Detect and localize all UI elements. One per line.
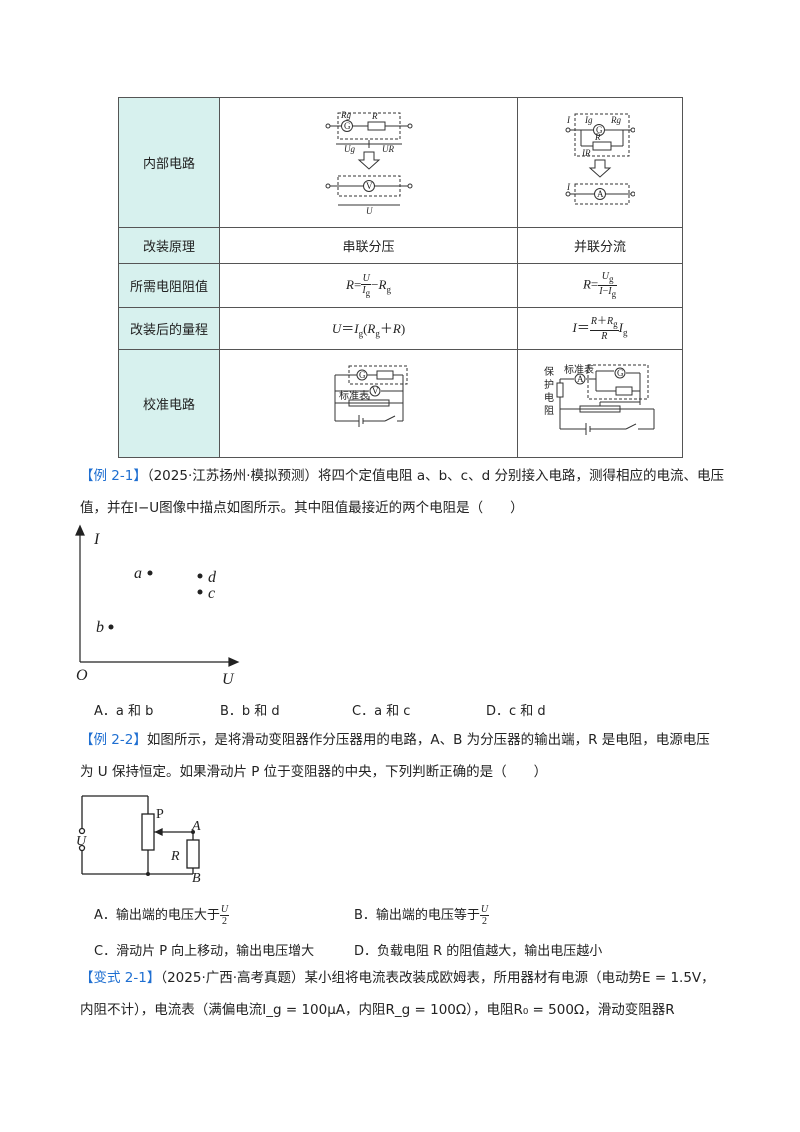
principle-ammeter: 并联分流: [517, 227, 683, 264]
option-b[interactable]: B．b 和 d: [220, 704, 280, 719]
variant-2-1-line2: 内阻不计），电流表（满偏电流I_g = 100μA，内阻R_g = 100Ω），…: [80, 1002, 675, 1018]
svg-text:保: 保: [544, 365, 554, 378]
row-label: 改装原理: [118, 227, 220, 264]
option-d[interactable]: D．负载电阻 R 的阻值越大，输出电压越小: [354, 944, 603, 959]
row-label: 改装后的量程: [118, 307, 220, 350]
terminal-b-label: B: [192, 871, 201, 885]
voltmeter-circuit-diagram: G Rg R Ug UR V U: [325, 110, 412, 216]
terminal-a-label: A: [191, 819, 201, 834]
example-2-1-line1: 【例 2-1】（2025·江苏扬州·模拟预测）将四个定值电阻 a、b、c、d 分…: [80, 468, 724, 484]
example-tag: 【例 2-1】: [80, 468, 147, 484]
x-axis-label: U: [222, 671, 235, 687]
svg-text:IR: IR: [581, 148, 591, 158]
svg-text:Rg: Rg: [610, 115, 621, 125]
svg-text:G: G: [359, 370, 366, 380]
svg-text:标准表: 标准表: [564, 363, 594, 376]
point-d: [197, 573, 203, 579]
svg-text:G: G: [344, 121, 351, 131]
svg-text:I: I: [566, 182, 571, 192]
point-d-label: d: [208, 569, 217, 586]
svg-text:U: U: [366, 206, 373, 214]
row-label: 所需电阻阻值: [118, 263, 220, 308]
option-c[interactable]: C．a 和 c: [352, 704, 411, 719]
example-2-2-line1: 【例 2-2】如图所示，是将滑动变阻器作分压器用的电路，A、B 为分压器的输出端…: [80, 732, 710, 748]
resistor-r-label: R: [170, 849, 180, 864]
svg-text:标准表: 标准表: [339, 389, 369, 402]
table-row: 内部电路: [118, 97, 683, 228]
svg-text:A: A: [597, 189, 604, 199]
comparison-table: 内部电路: [118, 97, 683, 458]
divider-circuit: P A B R U: [76, 795, 201, 885]
point-a: [147, 570, 153, 576]
svg-text:电: 电: [544, 391, 554, 404]
point-c-label: c: [208, 585, 215, 602]
principle-voltmeter: 串联分压: [219, 227, 518, 264]
slider-label: P: [156, 807, 164, 822]
option-d[interactable]: D．c 和 d: [486, 704, 546, 719]
svg-text:G: G: [596, 125, 603, 135]
voltmeter-calibration-circuit: G V 标准表: [219, 349, 518, 458]
ammeter-circuit-diagram: I Ig G Rg R IR I A: [565, 113, 636, 204]
variant-2-1-line1: 【变式 2-1】（2025·广西·高考真题）某小组将电流表改装成欧姆表，所用器材…: [80, 970, 715, 986]
row-label: 内部电路: [118, 97, 220, 228]
table-row: 改装原理 串联分压 并联分流: [118, 227, 683, 264]
svg-text:G: G: [617, 368, 624, 378]
y-axis-label: I: [93, 531, 100, 548]
svg-text:Rg: Rg: [340, 110, 351, 120]
i-u-graph: I U O a b c d: [75, 524, 240, 687]
svg-text:护: 护: [544, 378, 554, 391]
svg-text:V: V: [366, 181, 373, 191]
option-a[interactable]: A．a 和 b: [94, 704, 154, 719]
svg-text:I: I: [566, 115, 571, 125]
point-a-label: a: [134, 565, 142, 582]
point-c: [197, 589, 203, 595]
svg-text:Ug: Ug: [344, 144, 355, 154]
ammeter-internal-circuit: I Ig G Rg R IR I A: [517, 97, 683, 228]
voltmeter-internal-circuit: G Rg R Ug UR V U: [219, 97, 518, 228]
row-label: 校准电路: [118, 349, 220, 458]
ammeter-calibration-diagram: 保 护 电 阻 标准表: [544, 363, 655, 435]
svg-text:Ig: Ig: [584, 115, 593, 125]
option-c[interactable]: C．滑动片 P 向上移动，输出电压增大: [94, 944, 315, 959]
example-2-2-line2: 为 U 保持恒定。如果滑动片 P 位于变阻器的中央，下列判断正确的是（ ）: [80, 764, 548, 780]
point-b-label: b: [96, 619, 104, 636]
table-row: 校准电路: [118, 349, 683, 458]
svg-text:A: A: [577, 374, 584, 384]
point-b: [108, 624, 114, 630]
origin-label: O: [76, 667, 88, 684]
svg-text:V: V: [372, 386, 379, 396]
svg-text:R: R: [594, 132, 601, 142]
voltmeter-calibration-diagram: G V 标准表: [334, 365, 407, 427]
example-tag: 【例 2-2】: [80, 732, 147, 748]
variant-tag: 【变式 2-1】: [80, 970, 161, 986]
source-u-label: U: [76, 834, 87, 849]
svg-text:阻: 阻: [544, 405, 554, 417]
example-2-1-line2: 值，并在I−U图像中描点如图所示。其中阻值最接近的两个电阻是（ ）: [80, 500, 524, 516]
svg-text:UR: UR: [382, 144, 394, 154]
formula-voltage-range: U＝Ig(Rg＋R): [219, 307, 518, 350]
ammeter-calibration-circuit: 保 护 电 阻 标准表: [517, 349, 683, 458]
svg-text:R: R: [371, 111, 378, 121]
